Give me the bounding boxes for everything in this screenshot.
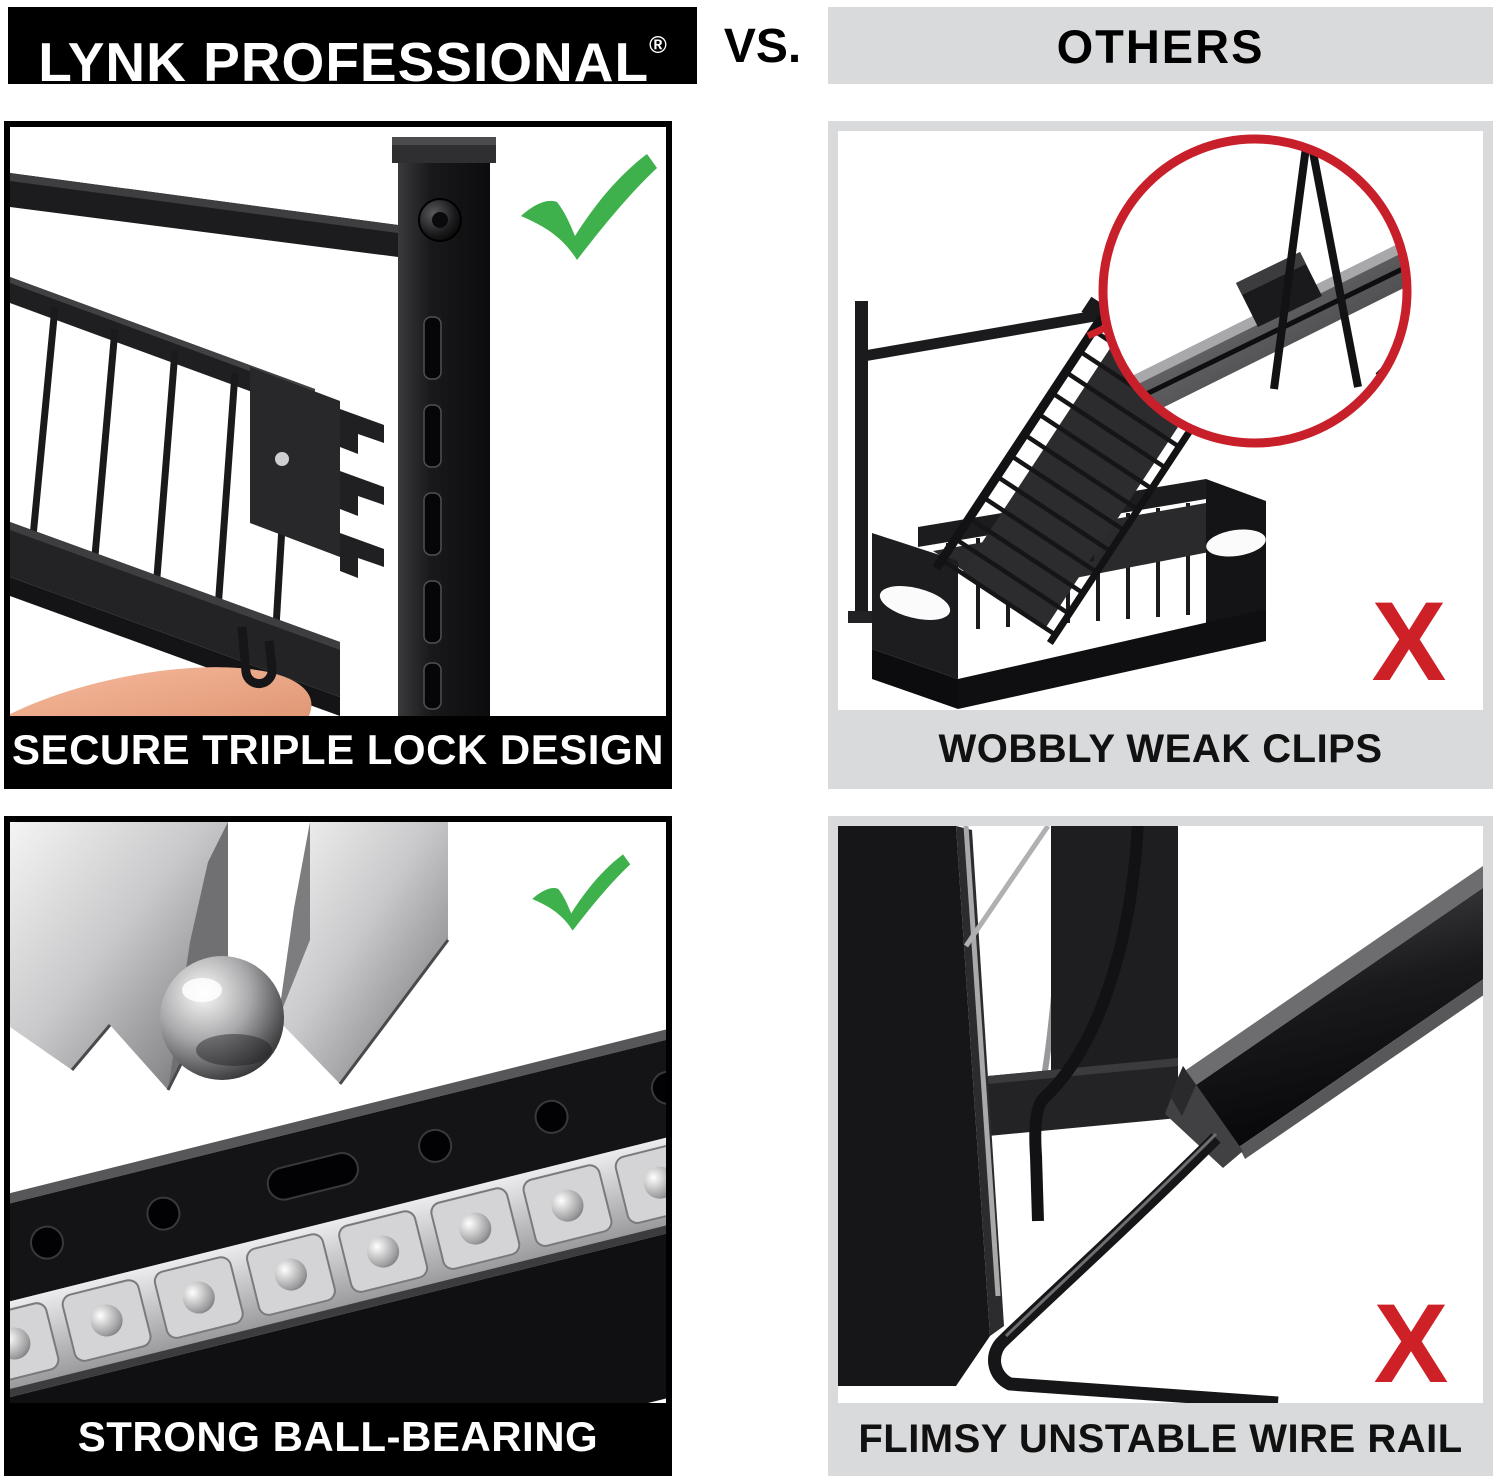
red-x-icon: X [1374, 1281, 1449, 1403]
hang-rod [10, 173, 398, 257]
others-header-bar: OTHERS [828, 7, 1493, 84]
registered-trademark-symbol: ® [649, 32, 667, 59]
green-checkmark-icon [521, 154, 657, 260]
glide-rail [10, 1003, 666, 1403]
panel-flimsy-wire-rail: X FLIMSY UNSTABLE WIRE RAIL [828, 816, 1493, 1476]
brand-header-bar: LYNK PROFESSIONAL® [8, 7, 697, 93]
caption-ball-bearing-glides: STRONG BALL-BEARING GLIDES [10, 1403, 666, 1484]
weak-clip [1236, 252, 1322, 327]
basket-wire-hook [237, 626, 277, 689]
flimsy-wire [988, 1132, 1279, 1403]
metal-channel-rail [1165, 866, 1483, 1168]
panel-wobbly-weak-clips: X WOBBLY WEAK CLIPS [828, 121, 1493, 789]
green-checkmark-icon [532, 854, 631, 931]
steel-ball [160, 956, 284, 1080]
rail-holes [29, 1070, 666, 1260]
panel-ball-bearing-glides: STRONG BALL-BEARING GLIDES [4, 816, 672, 1484]
wobbly-clips-photo: X [838, 131, 1483, 710]
caption-flimsy-wire-rail: FLIMSY UNSTABLE WIRE RAIL [858, 1417, 1463, 1461]
wire-basket [10, 277, 384, 716]
triple-lock-hooks [250, 367, 384, 578]
red-x-icon: X [1372, 579, 1447, 704]
triple-lock-photo [10, 137, 657, 716]
slotted-post [392, 137, 496, 716]
ball-bearing-photo [10, 822, 666, 1403]
hook-wire [1029, 826, 1144, 1222]
thumb [10, 667, 312, 716]
organizer-frame [848, 301, 1098, 623]
post-slots [423, 316, 442, 710]
caption-wobbly-weak-clips: WOBBLY WEAK CLIPS [938, 727, 1383, 771]
wire-rail-photo: X [838, 826, 1483, 1403]
brand-name: LYNK PROFESSIONAL [38, 31, 650, 93]
versus-label: VS. [723, 20, 802, 73]
panel-secure-triple-lock: SECURE TRIPLE LOCK DESIGN [4, 121, 672, 789]
caption-secure-triple-lock: SECURE TRIPLE LOCK DESIGN [10, 716, 666, 783]
ball-bearings [10, 1141, 666, 1385]
side-panel [838, 826, 1051, 1386]
red-magnifier-circle [1098, 134, 1412, 448]
